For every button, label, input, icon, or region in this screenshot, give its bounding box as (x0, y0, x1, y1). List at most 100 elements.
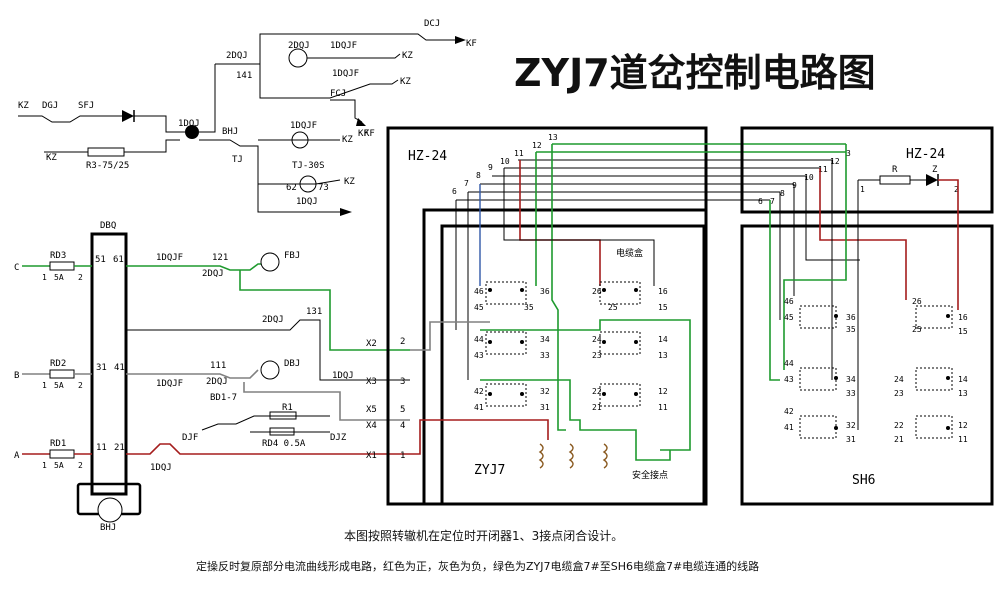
cr-16: 16 (958, 313, 968, 322)
cl-11: 11 (658, 403, 668, 412)
label-2dqj-c: 2DQJ (202, 269, 224, 279)
cr-43: 43 (784, 375, 794, 384)
label-kf-top: KF (466, 39, 477, 49)
label-62: 62 (286, 183, 297, 193)
lt-8: 8 (476, 171, 481, 180)
cr-42: 42 (784, 407, 794, 416)
label-safety: 安全接点 (632, 469, 668, 481)
label-31: 31 (96, 363, 107, 373)
label-kz-b: KZ (400, 77, 411, 87)
rt-8: 8 (780, 189, 785, 198)
diagram-title: ZYJ7道岔控制电路图 (514, 51, 876, 95)
label-11: 11 (96, 443, 107, 453)
sh6-section: HZ-24 SH6 6 7 8 9 10 11 12 3 1 2 R Z 46 … (740, 126, 994, 506)
lt-6: 6 (452, 187, 457, 196)
label-1dqj-d: 1DQJ (150, 463, 172, 473)
cr-36: 36 (846, 313, 856, 322)
label-2dqj-d: 2DQJ (206, 377, 228, 387)
cr-14: 14 (958, 375, 968, 384)
cr-31: 31 (846, 435, 856, 444)
rt-10: 10 (804, 173, 814, 182)
zyj7-box (440, 224, 706, 506)
label-kf-b: KF (358, 129, 369, 139)
label-r3: R3-75/25 (86, 161, 129, 171)
cr-41: 41 (784, 423, 794, 432)
cl-41: 41 (474, 403, 484, 412)
rt-2: 2 (954, 185, 959, 194)
cl-43: 43 (474, 351, 484, 360)
label-rd3-rating: 5A (54, 273, 64, 282)
contact-grid-right: 46 36 26 16 45 35 25 15 44 34 24 14 43 3… (784, 297, 968, 444)
power-input: DBQ C RD3 1 5A 2 51 61 1DQJF 2DQJ 121 FB… (14, 221, 410, 533)
label-x1: X1 (366, 451, 377, 461)
cl-31: 31 (540, 403, 550, 412)
cl-26: 26 (592, 287, 602, 296)
label-2dqj-a: 2DQJ (226, 51, 248, 61)
cl-16: 16 (658, 287, 668, 296)
label-bd17: BD1-7 (210, 393, 237, 403)
svg-text:2: 2 (78, 461, 83, 470)
label-kz-c: KZ (18, 101, 29, 111)
cl-24: 24 (592, 335, 602, 344)
label-41: 41 (114, 363, 125, 373)
label-2dqj-b: 2DQJ (288, 41, 310, 51)
xterm-3: 3 (400, 377, 405, 387)
rt-11: 11 (818, 165, 828, 174)
label-1dqj-a: 1DQJ (178, 119, 200, 129)
cl-13: 13 (658, 351, 668, 360)
cr-44: 44 (784, 359, 794, 368)
cr-23: 23 (894, 389, 904, 398)
label-rd2: RD2 (50, 359, 66, 369)
xterm-5: 5 (400, 405, 405, 415)
svg-text:1: 1 (42, 273, 47, 282)
cl-14: 14 (658, 335, 668, 344)
label-rd1-rating: 5A (54, 461, 64, 470)
cr-13: 13 (958, 389, 968, 398)
label-bhj-bottom: BHJ (100, 523, 116, 533)
label-kz-f: KZ (344, 177, 355, 187)
cr-45: 45 (784, 313, 794, 322)
cr-15: 15 (958, 327, 968, 336)
label-dcj: DCJ (424, 19, 440, 29)
caption-line1: 本图按照转辙机在定位时开闭器1、3接点闭合设计。 (344, 528, 623, 543)
label-1dqjf-d: 1DQJF (156, 253, 183, 263)
cl-22: 22 (592, 387, 602, 396)
svg-text:1: 1 (42, 461, 47, 470)
cl-25: 25 (608, 303, 618, 312)
cr-21: 21 (894, 435, 904, 444)
label-sh6: SH6 (852, 473, 875, 488)
lt-9: 9 (488, 163, 493, 172)
label-111: 111 (210, 361, 226, 371)
cl-15: 15 (658, 303, 668, 312)
rt-6: 6 (758, 197, 763, 206)
label-131: 131 (306, 307, 322, 317)
label-dgj: DGJ (42, 101, 58, 111)
label-cable-box: 电缆盒 (616, 247, 643, 259)
label-fcj: FCJ (330, 89, 346, 99)
label-121: 121 (212, 253, 228, 263)
x-terminals: X2 X3 X5 X4 X1 2 3 5 4 1 (366, 337, 405, 461)
lt-11: 11 (514, 149, 524, 158)
label-tj: TJ (232, 155, 243, 165)
svg-text:1: 1 (42, 381, 47, 390)
lt-12: 12 (532, 141, 542, 150)
label-x3: X3 (366, 377, 377, 387)
cr-12: 12 (958, 421, 968, 430)
caption-line2: 定操反时复原部分电流曲线形成电路，红色为正，灰色为负，绿色为ZYJ7电缆盒7#至… (196, 559, 759, 573)
label-kf-c: KF (364, 129, 375, 139)
cr-25: 25 (912, 325, 922, 334)
cr-46: 46 (784, 297, 794, 306)
cr-11: 11 (958, 435, 968, 444)
cl-42: 42 (474, 387, 484, 396)
control-circuit: DCJ KF 2DQJ 141 2DQJ 1DQJF KZ 1DQJF KZ F… (18, 19, 477, 216)
cl-46: 46 (474, 287, 484, 296)
label-dbq: DBQ (100, 221, 116, 231)
cl-32: 32 (540, 387, 550, 396)
label-phase-b: B (14, 371, 19, 381)
cl-35: 35 (524, 303, 534, 312)
xterm-1: 1 (400, 451, 405, 461)
lt-10: 10 (500, 157, 510, 166)
label-tj30s: TJ-30S (292, 161, 325, 171)
label-1dqj-c: 1DQJ (332, 371, 354, 381)
label-rd2-rating: 5A (54, 381, 64, 390)
